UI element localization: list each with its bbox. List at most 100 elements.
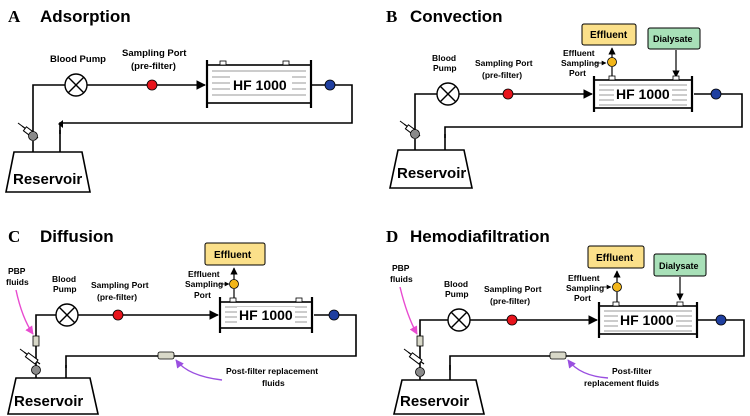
panel-d-pbp-arrow xyxy=(399,286,418,335)
panel-d-pump-l1: Blood xyxy=(444,279,468,289)
panel-c-post-l1: Post-filter replacement xyxy=(226,366,318,376)
panel-d-post-filter-port xyxy=(715,314,727,326)
panel-a-reservoir: Reservoir xyxy=(5,151,91,193)
panel-c-post-arrow xyxy=(175,359,223,381)
panel-b-title: Convection xyxy=(410,7,503,26)
panel-d-sampling-port-label: Sampling Port xyxy=(484,284,542,294)
panel-b-effluent-port xyxy=(607,57,617,67)
panel-a-sampling-port-sub: (pre-filter) xyxy=(131,61,176,72)
panel-d-pump-l2: Pump xyxy=(445,289,469,299)
panel-b-dialysate-label: Dialysate xyxy=(653,34,693,44)
panel-a-filter-label: HF 1000 xyxy=(233,77,287,93)
panel-a-sampling-port-label: Sampling Port xyxy=(122,48,187,59)
panel-a: A Adsorption Blood Pump Sampling Port (p… xyxy=(5,7,353,193)
panel-d-title: Hemodiafiltration xyxy=(410,227,550,246)
panel-d-eff-port-l1: Effluent xyxy=(568,273,600,283)
panel-d-reservoir-label: Reservoir xyxy=(400,393,469,410)
panel-c-pbp-l1: PBP xyxy=(8,266,26,276)
panel-d-pbp-l2: fluids xyxy=(390,274,413,284)
panel-a-letter: A xyxy=(8,7,21,26)
panel-d-post-l2: replacement fluids xyxy=(584,378,659,388)
panel-c-sampling-port-sub: (pre-filter) xyxy=(97,292,137,302)
panel-b-letter: B xyxy=(386,7,397,26)
panel-c-eff-port-l3: Port xyxy=(194,290,211,300)
panel-d-filter-label: HF 1000 xyxy=(620,312,674,328)
panel-d-pbp-l1: PBP xyxy=(392,263,410,273)
panel-c-eff-port-l2: Sampling xyxy=(185,279,223,289)
panel-d-syringe-icon xyxy=(403,348,425,365)
panel-b: B Convection Effluent Dialysate Effluent… xyxy=(386,7,743,189)
panel-d-effluent-box: Effluent xyxy=(587,245,645,269)
panel-c-letter: C xyxy=(8,227,20,246)
panel-c-post-connector xyxy=(157,351,175,360)
panel-c-pump-l2: Pump xyxy=(53,284,77,294)
panel-c-pre-filter-port xyxy=(112,309,124,321)
panel-c-pbp-connector xyxy=(32,335,40,347)
panel-b-eff-port-l2: Sampling xyxy=(561,58,599,68)
panel-b-valve xyxy=(410,129,420,139)
panel-d-pre-filter-port xyxy=(506,314,518,326)
panel-d-letter: D xyxy=(386,227,398,246)
panel-c-pump-l1: Blood xyxy=(52,274,76,284)
panel-b-filter-label: HF 1000 xyxy=(616,86,670,102)
panel-d-hf1000-filter: HF 1000 xyxy=(597,301,699,338)
panel-d-pbp-connector xyxy=(416,335,424,347)
panel-b-reservoir-label: Reservoir xyxy=(397,165,466,182)
panel-b-pre-filter-port xyxy=(502,88,514,100)
panel-d-post-arrow xyxy=(567,359,609,379)
panel-a-blood-pump-icon xyxy=(64,73,88,97)
panel-d-dialysate-label: Dialysate xyxy=(659,261,699,271)
panel-b-eff-port-l3: Port xyxy=(569,68,586,78)
panel-a-valve xyxy=(28,131,38,141)
panel-b-reservoir: Reservoir xyxy=(389,149,473,189)
panel-c-reservoir: Reservoir xyxy=(7,377,99,415)
panel-a-pre-filter-port xyxy=(146,79,158,91)
panel-d-eff-port-l2: Sampling xyxy=(566,283,604,293)
panel-d-blood-pump-icon xyxy=(447,308,471,332)
panel-d-effluent-port xyxy=(612,282,622,292)
panel-c-valve xyxy=(31,365,41,375)
panel-d-sampling-port-sub: (pre-filter) xyxy=(490,296,530,306)
panel-c-effluent-port xyxy=(229,279,239,289)
panel-c-hf1000-filter: HF 1000 xyxy=(218,297,314,333)
panel-a-hf1000-filter: HF 1000 xyxy=(205,60,313,108)
panel-d-post-l1: Post-filter xyxy=(612,366,652,376)
panel-c-eff-port-l1: Effluent xyxy=(188,269,220,279)
panel-c-post-l2: fluids xyxy=(262,378,285,388)
panel-c-pbp-arrow xyxy=(15,289,34,335)
panel-c-effluent-box: Effluent xyxy=(204,242,266,266)
panel-b-dialysate-box: Dialysate xyxy=(647,27,701,50)
panel-c-blood-pump-icon xyxy=(55,303,79,327)
panel-a-post-filter-port xyxy=(324,79,336,91)
panel-a-line-up xyxy=(32,84,68,132)
panel-a-line-return xyxy=(59,84,353,134)
panel-b-pump-l2: Pump xyxy=(433,63,457,73)
panel-d-eff-port-l3: Port xyxy=(574,293,591,303)
panel-c-post-filter-port xyxy=(328,309,340,321)
panel-b-sampling-port-sub: (pre-filter) xyxy=(482,70,522,80)
panel-c-reservoir-label: Reservoir xyxy=(14,393,83,410)
panel-c-syringe-icon xyxy=(19,348,41,365)
panel-c-pbp-l2: fluids xyxy=(6,277,29,287)
panel-a-reservoir-label: Reservoir xyxy=(13,171,82,188)
panel-b-sampling-port-label: Sampling Port xyxy=(475,58,533,68)
panel-a-title: Adsorption xyxy=(40,7,131,26)
panel-d-valve xyxy=(415,367,425,377)
panel-b-eff-port-l1: Effluent xyxy=(563,48,595,58)
panel-b-pump-l1: Blood xyxy=(432,53,456,63)
panel-d: D Hemodiafiltration Effluent Dialysate E… xyxy=(386,227,745,415)
panel-c-filter-label: HF 1000 xyxy=(239,307,293,323)
panel-a-blood-pump-label: Blood Pump xyxy=(50,54,106,65)
panel-c-effluent-label: Effluent xyxy=(214,250,252,261)
panel-c-title: Diffusion xyxy=(40,227,114,246)
panel-c-sampling-port-label: Sampling Port xyxy=(91,280,149,290)
panel-d-reservoir: Reservoir xyxy=(392,379,486,415)
panel-d-dialysate-box: Dialysate xyxy=(653,253,707,277)
panel-c: C Diffusion Effluent Effluent Sampling P… xyxy=(6,227,357,415)
panel-b-post-filter-port xyxy=(710,88,722,100)
panel-b-hf1000-filter: HF 1000 xyxy=(592,75,694,112)
panel-b-effluent-label: Effluent xyxy=(590,30,628,41)
panel-d-effluent-label: Effluent xyxy=(596,253,634,264)
panel-b-blood-pump-icon xyxy=(436,82,460,106)
